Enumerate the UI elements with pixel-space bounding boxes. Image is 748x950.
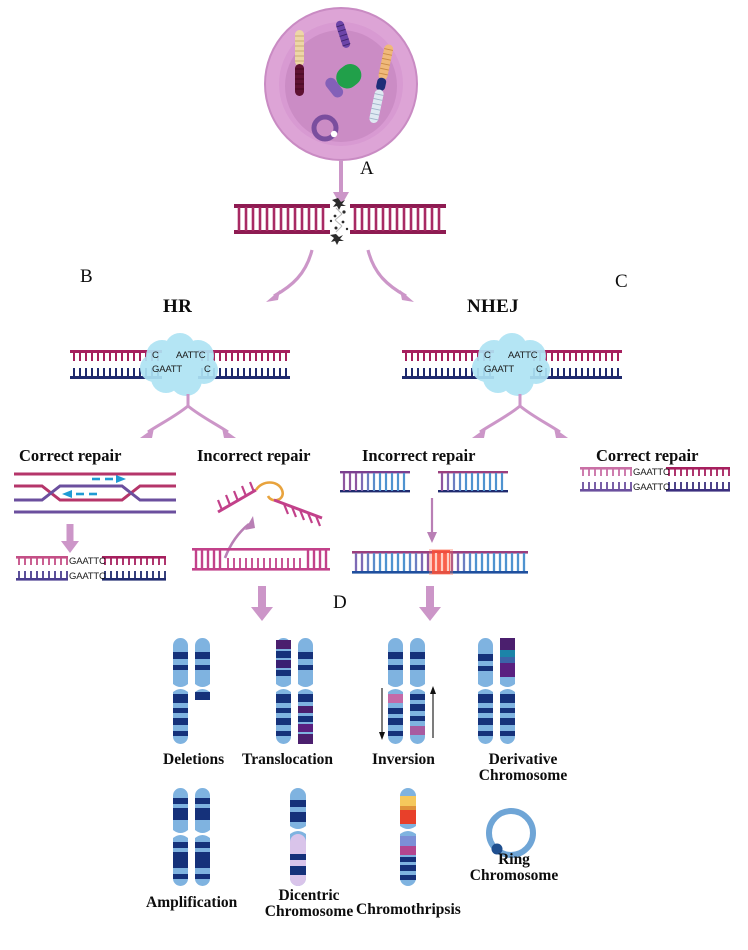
panel-letter-d: D <box>333 592 347 613</box>
nhej-sequence-top-right: AATTC <box>508 350 538 361</box>
arrow-nhej-branch <box>450 394 590 446</box>
nhej-repaired-dna <box>578 465 732 493</box>
chromatid-inverted <box>410 638 425 744</box>
chromatid <box>388 638 403 744</box>
hr-repaired-sequence-top: GAATTC <box>69 556 106 567</box>
chromatid <box>276 638 291 744</box>
ring-label-line1: Ring <box>498 851 530 868</box>
pathway-label-hr: HR <box>163 296 193 317</box>
panel-letter-b: B <box>80 266 93 287</box>
nhej-fragment-right <box>437 470 509 494</box>
chromatid-amplified <box>195 788 210 886</box>
derivative-label-line1: Derivative <box>488 751 558 768</box>
panel-letter-c: C <box>615 271 628 292</box>
hr-sequence-top-left: C <box>152 350 159 361</box>
label-nhej-correct-repair: Correct repair <box>596 446 699 465</box>
label-hr-incorrect-repair: Incorrect repair <box>197 446 311 465</box>
dsb-dna-molecule <box>232 198 448 245</box>
hr-sequence-bottom-left: GAATT <box>152 364 182 375</box>
panel-a-cell <box>261 6 421 166</box>
ring-label-line2: Chromosome <box>469 867 559 885</box>
arrow-dsb-to-nhej <box>360 248 440 310</box>
outcome-label-dicentric-chromosome: Dicentric Chromosome <box>259 887 359 921</box>
outcome-label-deletions: Deletions <box>163 751 225 768</box>
chromatid <box>173 638 188 744</box>
outcome-label-amplification: Amplification <box>146 894 238 911</box>
hr-repaired-sequence-bottom: GAATTC <box>69 571 106 582</box>
derivative-label-line2: Chromosome <box>478 767 568 785</box>
arrow-dsb-to-hr <box>240 248 320 310</box>
hr-incorrect-loop-strand <box>212 474 330 534</box>
chromatid-translocated <box>298 638 313 744</box>
circular-dna <box>311 114 339 142</box>
hr-repair-complex <box>66 333 294 398</box>
outcome-label-translocation: Translocation <box>242 751 333 768</box>
hr-repaired-dna <box>14 554 168 582</box>
dicentric-label-line1: Dicentric <box>278 887 340 904</box>
fusion-point-highlight <box>429 549 453 575</box>
chromatid <box>173 788 188 886</box>
nhej-fragment-left <box>339 470 411 494</box>
nhej-sequence-top-left: C <box>484 350 491 361</box>
chromosome-purple-small <box>335 20 351 48</box>
arrow-nhej-incorrect-to-outcomes <box>417 586 443 622</box>
holliday-junction <box>12 468 178 524</box>
outcome-derivative-chromosome <box>470 636 534 746</box>
chromosome-orange-navy <box>369 44 394 123</box>
hr-protein-cloud <box>140 333 218 396</box>
label-hr-correct-repair: Correct repair <box>19 446 122 465</box>
arrow-holliday-to-repaired <box>58 524 82 554</box>
outcome-deletions <box>165 636 229 746</box>
chromosome-green-purple <box>325 64 362 98</box>
outcome-ring-chromosome <box>478 805 544 867</box>
nhej-repaired-sequence-bottom: GAATTC <box>633 482 670 493</box>
outcome-label-derivative-chromosome: Derivative Chromosome <box>468 751 578 785</box>
arrow-cell-to-dsb <box>328 160 354 208</box>
arrow-hr-incorrect-to-outcomes <box>249 586 275 622</box>
label-nhej-incorrect-repair: Incorrect repair <box>362 446 476 465</box>
outcome-label-inversion: Inversion <box>372 751 435 768</box>
nhej-fused-dna <box>351 549 529 575</box>
arrow-loop-formation <box>219 512 269 560</box>
outcome-translocation <box>268 636 332 746</box>
hr-incorrect-dna <box>190 546 332 572</box>
arrow-hr-branch <box>118 394 258 446</box>
nhej-sequence-bottom-left: GAATT <box>484 364 514 375</box>
nhej-sequence-bottom-right: C <box>536 364 543 375</box>
chromatid-derivative <box>500 638 515 744</box>
dicentric-label-line2: Chromosome <box>264 903 354 921</box>
outcome-chromothripsis <box>391 786 425 888</box>
outcome-label-chromothripsis: Chromothripsis <box>356 901 461 918</box>
nhej-repaired-sequence-top: GAATTC <box>633 467 670 478</box>
chromatid <box>478 638 493 744</box>
nhej-repair-complex <box>398 333 626 398</box>
outcome-inversion <box>378 636 446 746</box>
panel-letter-a: A <box>360 158 374 179</box>
outcome-amplification <box>165 786 229 888</box>
nhej-protein-cloud <box>472 333 550 396</box>
chromatid-deleted <box>195 638 210 700</box>
arrow-nhej-fragments-join <box>423 498 441 544</box>
outcome-dicentric-chromosome <box>281 786 315 888</box>
hr-sequence-top-right: AATTC <box>176 350 206 361</box>
outcome-label-ring-chromosome: Ring Chromosome <box>459 851 569 885</box>
pathway-label-nhej: NHEJ <box>467 296 519 317</box>
inversion-direction-markers <box>379 686 436 740</box>
chromosome-tan-maroon <box>295 30 304 96</box>
hr-sequence-bottom-right: C <box>204 364 211 375</box>
double-strand-break <box>329 198 349 245</box>
